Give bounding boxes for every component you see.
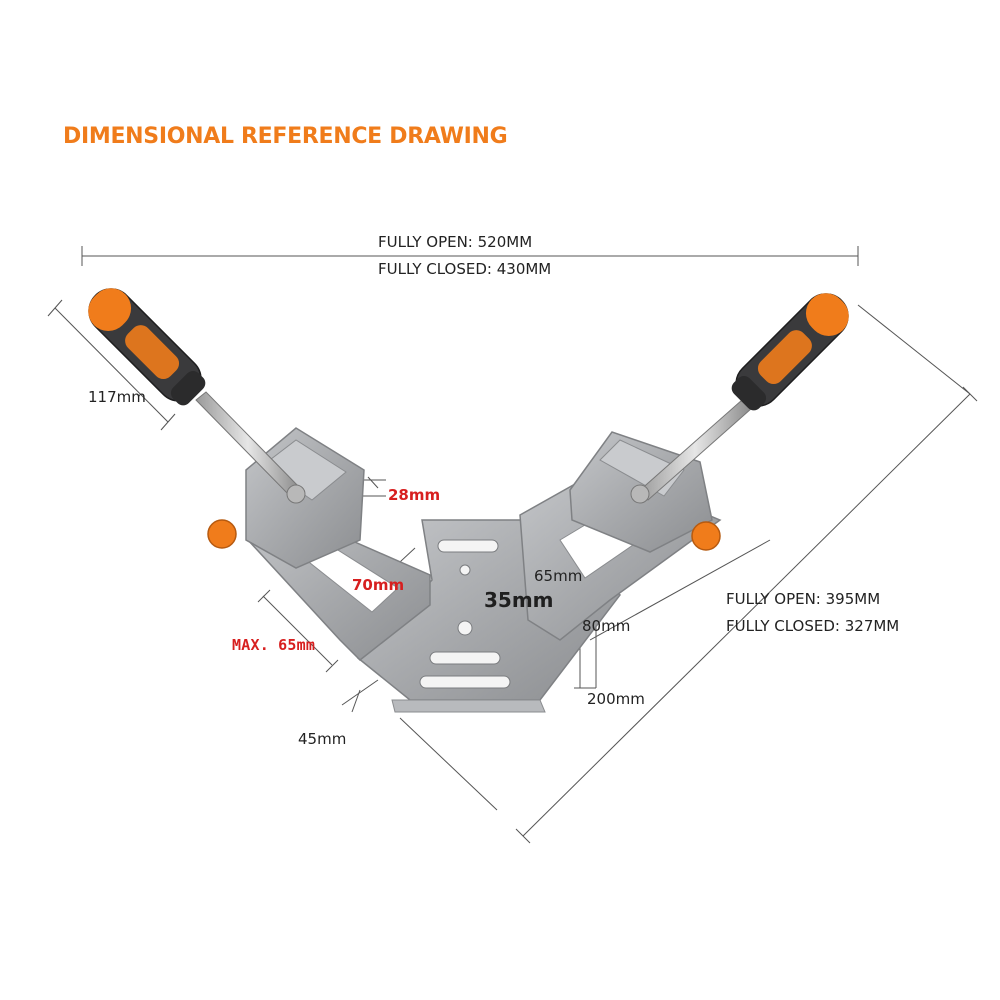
arm-closed-label: FULLY CLOSED: 327MM: [726, 617, 900, 635]
base-hole: [457, 620, 473, 636]
clamp-body: [88, 288, 849, 713]
max-opening-label: MAX. 65mm: [232, 636, 316, 654]
base-length-label: 200mm: [587, 690, 645, 708]
jaw-height-label: 28mm: [388, 486, 441, 504]
base-length-dimension-line: [399, 717, 498, 811]
right-handle: [731, 293, 849, 411]
left-handle: [88, 288, 206, 406]
width-closed-label: FULLY CLOSED: 430MM: [378, 260, 552, 278]
max-opening-dimension-line: [262, 595, 333, 666]
base-hole: [459, 564, 471, 576]
handle-dimension-line: [54, 307, 169, 423]
arm-dimension-line: [522, 393, 971, 837]
right-lock-knob: [691, 521, 721, 551]
base-height-label: 45mm: [298, 730, 347, 748]
page-title: DIMENSIONAL REFERENCE DRAWING: [63, 124, 508, 149]
jaw-depth-label: 70mm: [352, 576, 405, 594]
base-slot: [437, 539, 499, 553]
center-gap-label: 35mm: [484, 588, 554, 612]
inner-width-label: 65mm: [534, 567, 583, 585]
left-lock-knob: [207, 519, 237, 549]
base-depth-label: 80mm: [582, 617, 631, 635]
base-slot: [419, 675, 511, 689]
arm-open-label: FULLY OPEN: 395MM: [726, 590, 881, 608]
handle-length-label: 117mm: [88, 388, 146, 406]
width-open-label: FULLY OPEN: 520MM: [378, 233, 533, 251]
base-slot: [429, 651, 501, 665]
